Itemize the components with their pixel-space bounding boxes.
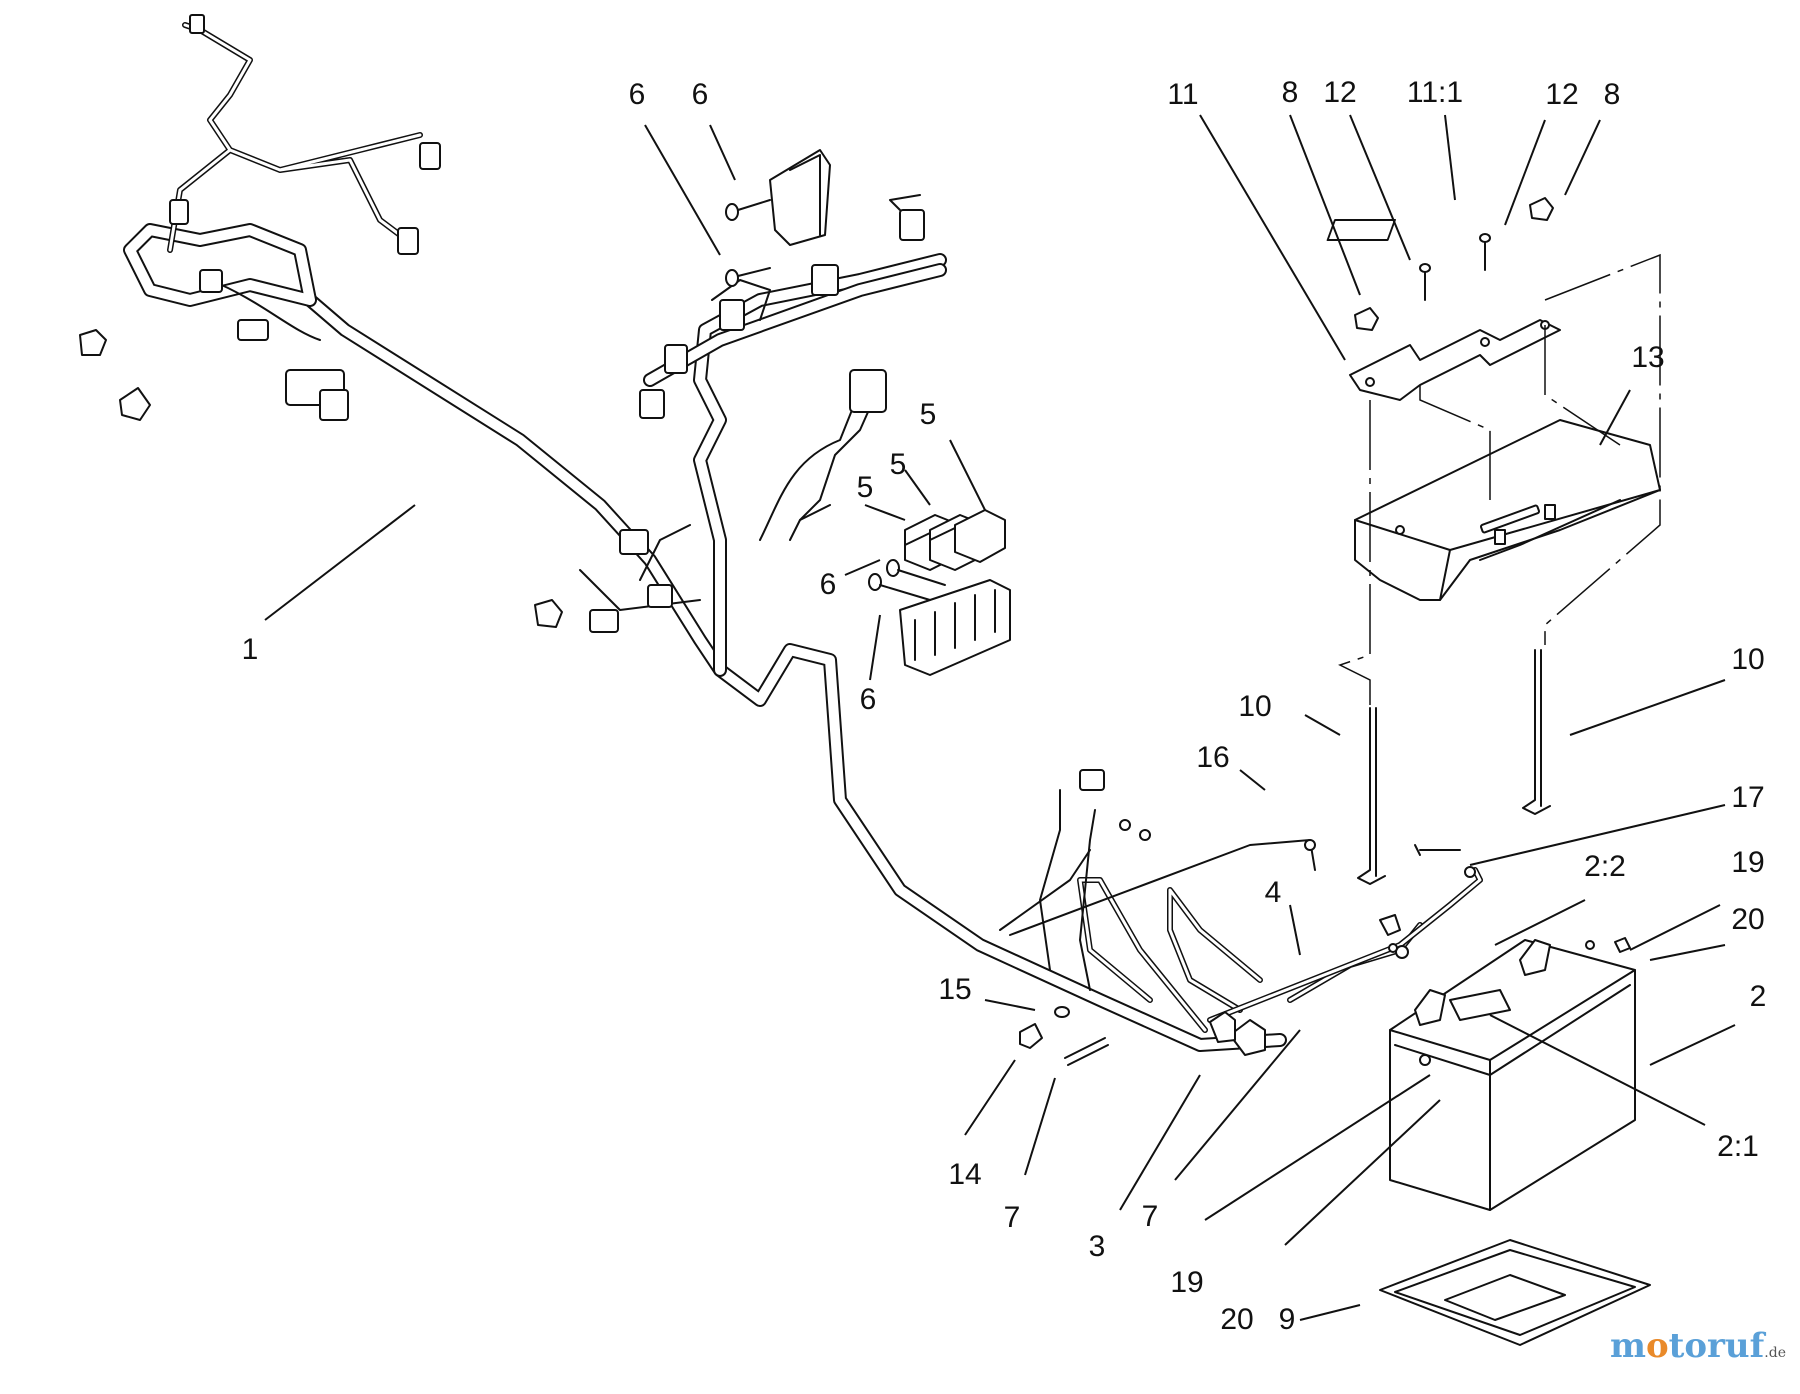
bolts-6-upper: [725, 199, 771, 287]
callout-19: 19: [1731, 846, 1765, 879]
callout-15: 15: [938, 973, 972, 1006]
callout-12: 12: [1545, 78, 1579, 111]
callout-2-2: 2:2: [1584, 850, 1626, 883]
wire-harness-1: [79, 14, 1287, 1052]
callout-7: 7: [1141, 1200, 1159, 1233]
callout-8: 8: [1281, 76, 1299, 109]
leader-lines: [264, 114, 1736, 1321]
callout-19: 19: [1170, 1266, 1204, 1299]
callout-2: 2: [1749, 980, 1767, 1013]
callout-10: 10: [1238, 690, 1272, 723]
callout-6: 6: [819, 568, 837, 601]
motoruf-logo: motoruf.de: [1609, 1326, 1786, 1366]
callout-2-1: 2:1: [1717, 1130, 1759, 1163]
phantom-lines: [1338, 253, 1661, 705]
callout-13: 13: [1631, 341, 1665, 374]
callout-10: 10: [1731, 643, 1765, 676]
decal-2-1: [1449, 989, 1511, 1021]
callout-6: 6: [691, 78, 709, 111]
harness-connector: [419, 142, 441, 170]
callout-17: 17: [1731, 781, 1765, 814]
relays-5: [904, 509, 1006, 571]
callout-4: 4: [1264, 876, 1282, 909]
battery-2: [1389, 939, 1636, 1211]
callout-11-1: 11:1: [1406, 76, 1464, 109]
small-hardware: [1019, 844, 1631, 1066]
callout-5: 5: [889, 448, 907, 481]
callout-14: 14: [948, 1158, 982, 1191]
callout-8: 8: [1603, 78, 1621, 111]
callout-6: 6: [859, 683, 877, 716]
clips-8: [1354, 197, 1554, 331]
relay-bracket: [769, 149, 831, 246]
fuse-block: [868, 559, 1011, 676]
callout-9: 9: [1278, 1303, 1296, 1336]
decal-11-1: [1326, 219, 1396, 241]
battery-cover-13: [1354, 419, 1661, 601]
callout-5: 5: [919, 398, 937, 431]
battery-tray-9: [1379, 1239, 1651, 1346]
battery-cables: [999, 769, 1483, 1066]
relay-harness: [639, 149, 947, 521]
callout-5: 5: [856, 471, 874, 504]
callout-12: 12: [1323, 76, 1357, 109]
screws-12: [1419, 233, 1491, 301]
callout-20: 20: [1220, 1303, 1254, 1336]
callout-7: 7: [1003, 1201, 1021, 1234]
callout-6: 6: [628, 78, 646, 111]
hold-down-bracket-11: [1349, 319, 1561, 401]
callout-3: 3: [1088, 1230, 1106, 1263]
callout-11: 11: [1167, 78, 1199, 111]
relay-connector: [849, 369, 887, 413]
callout-16: 16: [1196, 741, 1230, 774]
callout-20: 20: [1731, 903, 1765, 936]
hold-down-rods-10: [1357, 649, 1551, 885]
callout-1: 1: [241, 633, 259, 666]
